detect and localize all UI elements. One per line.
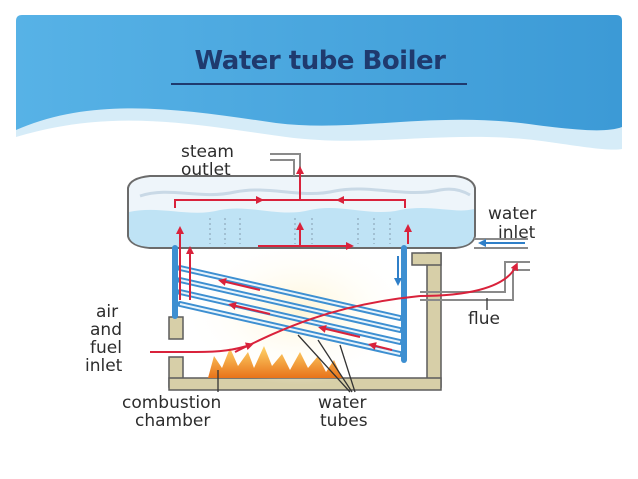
label-water-inlet-1: water bbox=[488, 204, 536, 224]
water-tubes-highlight bbox=[179, 267, 401, 355]
tube-flow-1 bbox=[218, 278, 261, 291]
label-flue: flue bbox=[468, 309, 500, 329]
air-fuel-inlet-arrow bbox=[150, 342, 254, 353]
steam-right-flow bbox=[336, 196, 406, 208]
tube-flow-4 bbox=[368, 342, 393, 351]
label-water-tubes-2: tubes bbox=[320, 411, 368, 431]
title-underline bbox=[171, 83, 467, 85]
label-water-inlet-2: inlet bbox=[498, 223, 536, 243]
right-wall bbox=[426, 252, 442, 388]
header-wave-banner bbox=[16, 15, 622, 175]
label-air-fuel-1: air bbox=[96, 302, 118, 322]
leader-lines bbox=[217, 298, 488, 393]
water-tubes-leader-1 bbox=[297, 334, 351, 393]
flame-shape bbox=[208, 346, 342, 378]
flue-pipe bbox=[420, 261, 530, 301]
label-air-fuel-4: inlet bbox=[85, 356, 123, 376]
steam-left-flow bbox=[174, 196, 264, 208]
flue-arrow bbox=[419, 262, 518, 297]
label-steam-outlet-2: outlet bbox=[181, 160, 231, 180]
label-combustion-1: combustion bbox=[122, 393, 221, 413]
label-water-tubes-1: water bbox=[318, 393, 366, 413]
steam-bubbles bbox=[209, 218, 391, 244]
label-air-fuel-2: and bbox=[90, 320, 122, 340]
drum-vapor bbox=[139, 187, 471, 198]
water-tubes-leader-2 bbox=[317, 339, 353, 393]
tube-flow-2 bbox=[228, 302, 271, 315]
steam-outlet-pipe bbox=[270, 153, 301, 176]
label-air-fuel-3: fuel bbox=[90, 338, 122, 358]
diagram-labels: steam outlet water inlet flue air and fu… bbox=[85, 142, 536, 431]
furnace-walls bbox=[168, 252, 442, 391]
slide-title: Water tube Boiler bbox=[194, 46, 446, 76]
water-tubes-leader-3 bbox=[339, 344, 356, 393]
label-combustion-2: chamber bbox=[135, 411, 210, 431]
header-wave-white bbox=[16, 120, 622, 175]
left-wall-upper bbox=[168, 316, 184, 340]
flames bbox=[208, 346, 342, 378]
label-steam-outlet-1: steam bbox=[181, 142, 234, 162]
right-wall-top bbox=[411, 252, 442, 266]
tube-flow-3 bbox=[318, 325, 361, 338]
